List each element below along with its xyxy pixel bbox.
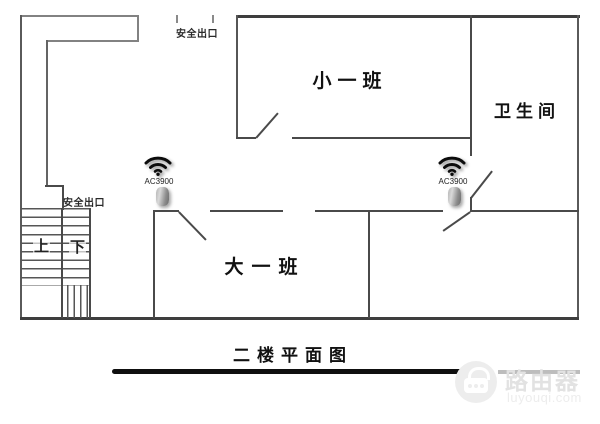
wall-corridor-south-a: [153, 210, 179, 212]
stairs-up-label: 上: [33, 238, 51, 255]
exit-opening-tick-right: [212, 15, 214, 23]
wall-inner-top: [46, 40, 139, 42]
door-bathroom: [470, 170, 493, 199]
wall-bottom-outer: [20, 317, 579, 320]
ap-model-label: AC3900: [144, 177, 174, 186]
router-dot: [474, 384, 478, 388]
router-body: [464, 378, 488, 393]
title-underline-faded: [498, 370, 580, 374]
plan-title: 二楼平面图: [233, 346, 353, 365]
title-underline: [112, 369, 468, 374]
exit-opening-tick-left: [176, 15, 178, 23]
door-right-room: [442, 211, 471, 232]
watermark-brand: 路由器: [505, 368, 580, 394]
wall-corridor-south-c: [315, 210, 443, 212]
wall-top-right: [236, 15, 580, 18]
wall-right-room-west: [368, 210, 370, 318]
stairs-landing-lines: [62, 285, 90, 318]
stairs-east-edge: [89, 208, 91, 318]
room-label-big-class-1: 大一班: [224, 257, 306, 278]
safety-exit-label-left: 安全出口: [63, 198, 105, 209]
room-label-bathroom: 卫生间: [494, 102, 560, 121]
door-small-class: [255, 112, 279, 139]
wall-corridor-south-b: [210, 210, 283, 212]
wall-bathroom-west: [470, 15, 472, 156]
wall-jog-vertical: [62, 185, 64, 210]
router-antenna-arc: [468, 367, 490, 380]
safety-exit-label-top: 安全出口: [176, 29, 218, 40]
wall-bathroom-west-stub: [470, 197, 472, 211]
wall-corridor-south-d: [470, 210, 579, 212]
door-big-class: [178, 211, 207, 241]
wall-inner-top-return: [137, 15, 139, 42]
wifi-icon: [144, 156, 172, 176]
ap-model-label: AC3900: [438, 177, 468, 186]
ap-device: [156, 187, 169, 206]
ap-device: [448, 187, 461, 206]
watermark-site: luyouqi.com: [507, 390, 582, 405]
router-logo-icon: [455, 361, 497, 403]
wall-top-left: [21, 15, 139, 17]
router-dot: [468, 384, 472, 388]
wall-right-outer: [577, 15, 579, 319]
room-label-small-class-1: 小一班: [312, 71, 388, 92]
wall-small-class-south: [292, 137, 472, 139]
wall-big-class-west: [153, 210, 155, 318]
stairs-down-label: 下: [69, 239, 87, 256]
wall-inner-left: [46, 40, 48, 187]
wall-small-class-west: [236, 15, 238, 139]
wall-small-class-south-stub: [236, 137, 256, 139]
wifi-icon: [438, 156, 466, 176]
wall-left-outer: [20, 15, 22, 319]
stairs-divider: [61, 208, 63, 318]
router-dot: [480, 384, 484, 388]
wall-jog-horizontal: [45, 185, 64, 187]
